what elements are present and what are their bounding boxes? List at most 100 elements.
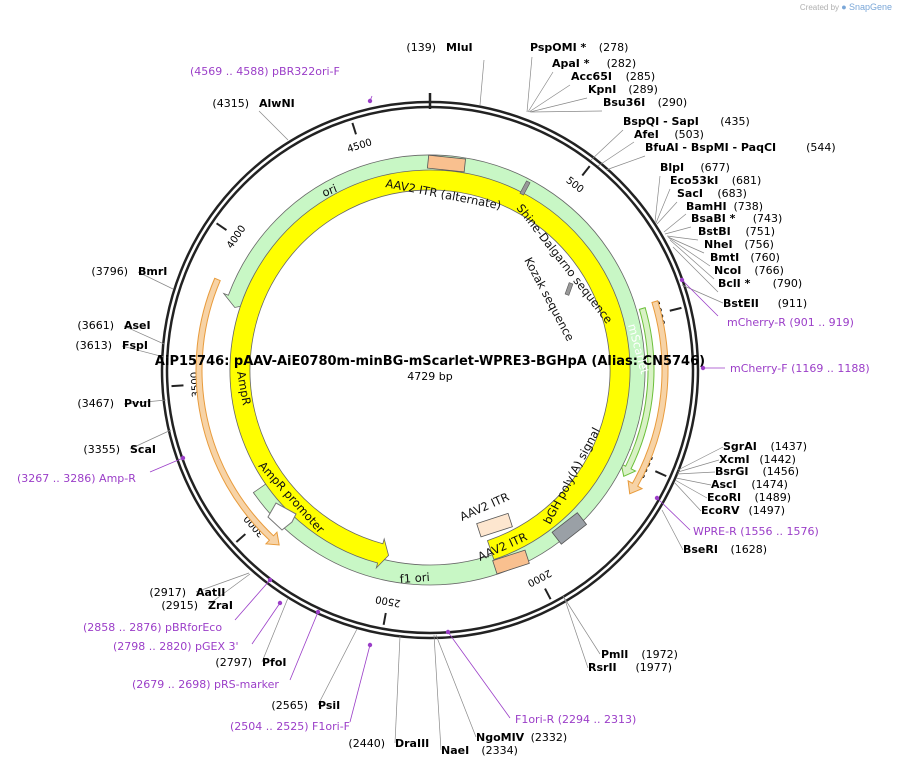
- site-name: BstEII: [723, 297, 759, 310]
- site-position: (3796): [91, 265, 128, 278]
- site-name: AlwNI: [259, 97, 295, 110]
- site-psii: PsiI(2565): [271, 699, 340, 712]
- site-name: BstBI: [698, 225, 731, 238]
- leader-line: [121, 345, 165, 358]
- site-name: XcmI: [719, 453, 750, 466]
- leader-line: [673, 481, 702, 512]
- site-position: (282): [607, 57, 637, 70]
- primer-label: (2858 .. 2876) pBRforEco: [83, 621, 222, 634]
- site-bcli-: BclI *(790): [718, 277, 802, 290]
- snapgene-logo-icon: ●: [841, 2, 847, 12]
- site-name: BsaBI *: [691, 212, 736, 225]
- site-position: (1442): [759, 453, 796, 466]
- ampr-label: AmpR: [234, 370, 254, 406]
- tick-1500: [654, 470, 667, 478]
- leader-line: [672, 246, 719, 293]
- site-alwni: AlwNI (4315): [212, 97, 294, 110]
- site-name: AfeI: [634, 128, 659, 141]
- site-position: (3467): [77, 397, 114, 410]
- site-asci: AscI(1474): [711, 478, 788, 491]
- credit-brand: SnapGene: [848, 2, 892, 12]
- leader-line: [317, 628, 358, 706]
- site-position: (1977): [636, 661, 673, 674]
- site-name: NheI: [704, 238, 733, 251]
- site-position: (503): [674, 128, 704, 141]
- primer-leader: [447, 631, 511, 719]
- site-xcmi: XcmI (1442): [719, 453, 796, 466]
- site-position: (2440): [348, 737, 385, 750]
- leader-line: [195, 572, 250, 593]
- mscarlet-green-arc: [620, 307, 655, 478]
- primer-label: (2679 .. 2698) pRS-marker: [132, 678, 279, 691]
- leader-line: [435, 634, 477, 738]
- primer-9: (2504 .. 2525) F1ori-F: [230, 642, 373, 733]
- primer-mark: [277, 600, 283, 606]
- aav2-itr-2-box: [492, 549, 530, 575]
- primer-6: (2858 .. 2876) pBRforEco: [83, 577, 273, 634]
- site-name: FspI: [122, 339, 148, 352]
- site-position: (4315): [212, 97, 249, 110]
- site-name: PvuI: [124, 397, 151, 410]
- site-pfoi: PfoI(2797): [215, 656, 286, 669]
- site-name: DraIII: [395, 737, 429, 750]
- primer-5: (3267 .. 3286) Amp-R: [17, 455, 186, 485]
- site-acc65i: Acc65I(285): [571, 70, 655, 83]
- primer-leader: [349, 644, 371, 723]
- leader-line: [527, 71, 554, 113]
- mscarlet-outer-arc: [627, 300, 669, 495]
- leader-line: [562, 595, 601, 655]
- site-name: Acc65I: [571, 70, 612, 83]
- leader-line: [563, 596, 589, 669]
- leader-line: [654, 175, 661, 223]
- tick-3500: [171, 384, 184, 388]
- site-naei: NaeI(2334): [441, 744, 518, 757]
- site-position: (2565): [271, 699, 308, 712]
- primer-label: (3267 .. 3286) Amp-R: [17, 472, 136, 485]
- site-ecori: EcoRI(1489): [707, 491, 791, 504]
- leader-line: [261, 597, 289, 663]
- site-afei: AfeI (503): [634, 128, 704, 141]
- site-blpi: BlpI(677): [660, 161, 730, 174]
- site-bamhi: BamHI(738): [686, 200, 763, 213]
- site-name: ScaI: [130, 443, 156, 456]
- primer-leader: [289, 611, 319, 681]
- site-name: PspOMI *: [530, 41, 587, 54]
- leader-line: [590, 129, 624, 161]
- site-ngomiv: NgoMIV(2332): [476, 731, 567, 744]
- primer-mark: [367, 98, 373, 104]
- primer-0: (4569 .. 4588) pBR322ori-F: [190, 65, 373, 104]
- primer-mark: [180, 455, 186, 461]
- tick-1000: [669, 306, 682, 312]
- site-name: ZraI: [208, 599, 233, 612]
- site-position: (3613): [75, 339, 112, 352]
- site-name: AseI: [124, 319, 151, 332]
- site-name: NcoI: [714, 264, 741, 277]
- leader-line: [258, 110, 289, 141]
- site-fspi: FspI (3613): [75, 339, 148, 352]
- site-bstbi: BstBI(751): [698, 225, 775, 238]
- leader-line: [433, 634, 442, 751]
- site-position: (3355): [83, 443, 120, 456]
- aav2-itr-1-box: [476, 512, 513, 538]
- primer-leader: [656, 497, 691, 531]
- ampr-promoter-arrow: [267, 502, 297, 531]
- leader-line: [675, 477, 712, 486]
- shine-dalgarno-box: [519, 180, 531, 196]
- leader-line: [667, 236, 705, 254]
- site-nhei: NheI (756): [704, 238, 774, 251]
- site-sgrai: SgrAI(1437): [723, 440, 807, 453]
- tick-4000: [215, 222, 228, 231]
- site-position: (2915): [161, 599, 198, 612]
- site-bmri: BmrI(3796): [91, 265, 167, 278]
- tick-label-4000: 4000: [225, 224, 248, 251]
- primer-mark: [679, 277, 685, 283]
- site-position: (1497): [749, 504, 786, 517]
- leader-line: [677, 459, 720, 473]
- site-position: (756): [744, 238, 774, 251]
- primer-label: F1ori-R (2294 .. 2313): [515, 713, 636, 726]
- site-zrai: ZraI (2915): [161, 599, 233, 612]
- tick-4500: [351, 122, 357, 135]
- feature-arcs: [195, 154, 669, 586]
- leader-line: [681, 284, 724, 304]
- restriction-site-labels: MluI(139)PspOMI *(278)ApaI *(282)Acc65I(…: [75, 41, 835, 757]
